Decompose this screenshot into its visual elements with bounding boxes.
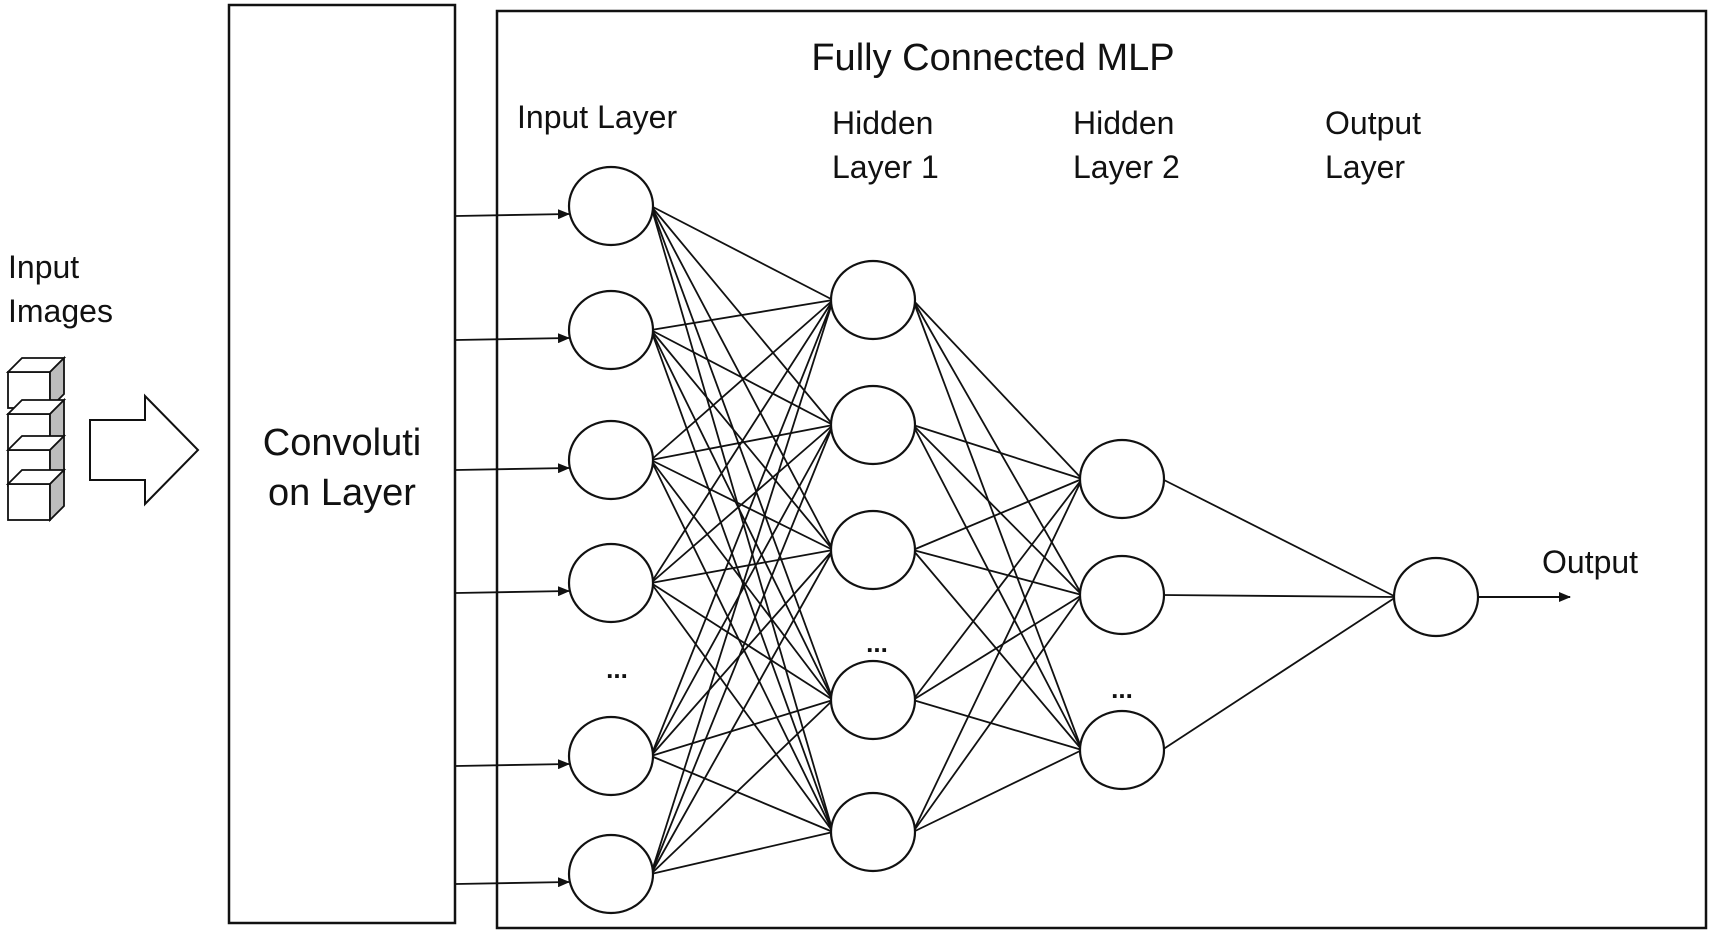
connection-input-4-to-hidden1-4 — [650, 582, 834, 701]
connection-input-6-to-hidden1-4 — [650, 699, 834, 875]
output-layer-label-line-2: Layer — [1325, 149, 1405, 185]
hidden-layer-2-ellipsis: ... — [1111, 674, 1133, 704]
conv-arrow-1 — [455, 209, 570, 220]
connection-input-3-to-hidden1-5 — [650, 459, 834, 833]
input-neuron-4 — [567, 542, 655, 624]
connection-hidden1-2-to-hidden2-3 — [912, 424, 1083, 751]
convolution-layer-label-line-2: on Layer — [268, 472, 416, 514]
input-neuron-2 — [567, 289, 655, 371]
connection-input-5-to-hidden1-1 — [650, 299, 834, 757]
hidden-layer-2-label-line-1: Hidden — [1073, 105, 1174, 141]
connection-input-6-to-hidden1-2 — [650, 424, 834, 875]
connection-input-4-to-hidden1-1 — [650, 299, 834, 584]
output-layer-label-line-1: Output — [1325, 105, 1421, 141]
hidden-layer-1-label-line-1: Hidden — [832, 105, 933, 141]
hidden-layer-1-label-line-2: Layer 1 — [832, 149, 939, 185]
connection-hidden1-5-to-hidden2-2 — [912, 594, 1083, 833]
connection-hidden1-4-to-hidden2-2 — [912, 594, 1083, 701]
output-label: Output — [1542, 544, 1638, 580]
connection-hidden1-3-to-hidden2-2 — [912, 549, 1083, 596]
input-neuron-6 — [567, 833, 655, 915]
hidden2-neuron-2 — [1078, 554, 1166, 636]
connection-hidden2-1-to-output-1 — [1161, 478, 1397, 598]
input-neuron-1 — [567, 165, 655, 247]
conv-to-input-arrows — [455, 209, 570, 888]
connection-input-6-to-hidden1-1 — [650, 299, 834, 875]
connection-input-5-to-hidden1-2 — [650, 424, 834, 757]
connection-hidden2-3-to-output-1 — [1161, 596, 1397, 751]
conv-arrow-2 — [455, 333, 570, 344]
connection-hidden1-3-to-hidden2-1 — [912, 478, 1083, 551]
connection-input-2-to-hidden1-2 — [650, 329, 834, 426]
connection-input-2-to-hidden1-4 — [650, 329, 834, 701]
convolution-layer-label-line-1: Convoluti — [263, 422, 421, 464]
connection-input-6-to-hidden1-3 — [650, 549, 834, 875]
connection-input-4-to-hidden1-5 — [650, 582, 834, 833]
connection-hidden1-1-to-hidden2-1 — [912, 299, 1083, 480]
connection-input-5-to-hidden1-4 — [650, 699, 834, 757]
hidden1-neuron-5 — [829, 791, 917, 873]
input-neuron-5 — [567, 715, 655, 797]
connection-input-1-to-hidden1-5 — [650, 205, 834, 833]
connection-input-1-to-hidden1-4 — [650, 205, 834, 701]
hidden1-neuron-1 — [829, 259, 917, 341]
input-images-label-line-1: Input — [8, 249, 79, 285]
connection-input-4-to-hidden1-2 — [650, 424, 834, 584]
connection-hidden1-2-to-hidden2-1 — [912, 424, 1083, 480]
output-neuron-1 — [1392, 556, 1480, 638]
connection-input-3-to-hidden1-1 — [650, 299, 834, 461]
network-connections — [650, 205, 1397, 875]
connection-input-5-to-hidden1-3 — [650, 549, 834, 757]
input-images-icon — [5, 355, 67, 523]
hidden-layer-1-ellipsis: ... — [866, 628, 888, 658]
input-layer-label: Input Layer — [517, 99, 677, 135]
convolution-layer-box — [227, 3, 457, 925]
hidden-layer-2-label-line-2: Layer 2 — [1073, 149, 1180, 185]
connection-input-6-to-hidden1-5 — [650, 831, 834, 875]
hidden1-neuron-3 — [829, 509, 917, 591]
connection-hidden2-2-to-output-1 — [1161, 594, 1397, 598]
input-images-label-line-2: Images — [8, 293, 113, 329]
connection-hidden1-1-to-hidden2-2 — [912, 299, 1083, 596]
connection-input-2-to-hidden1-1 — [650, 299, 834, 331]
connection-hidden1-4-to-hidden2-1 — [912, 478, 1083, 701]
connection-input-5-to-hidden1-5 — [650, 755, 834, 833]
input-arrow-icon — [89, 393, 200, 507]
connection-hidden1-1-to-hidden2-3 — [912, 299, 1083, 751]
hidden2-neuron-3 — [1078, 709, 1166, 791]
input-neuron-3 — [567, 419, 655, 501]
connection-input-1-to-hidden1-1 — [650, 205, 834, 301]
hidden1-neuron-4 — [829, 659, 917, 741]
connection-hidden1-4-to-hidden2-3 — [912, 699, 1083, 751]
connection-hidden1-5-to-hidden2-3 — [912, 749, 1083, 833]
connection-input-4-to-hidden1-3 — [650, 549, 834, 584]
input-layer-ellipsis: ... — [606, 654, 628, 684]
mlp-title: Fully Connected MLP — [811, 37, 1174, 79]
hidden2-neuron-1 — [1078, 438, 1166, 520]
conv-arrow-5 — [455, 759, 570, 770]
connection-input-3-to-hidden1-4 — [650, 459, 834, 701]
connection-hidden1-2-to-hidden2-2 — [912, 424, 1083, 596]
hidden1-neuron-2 — [829, 384, 917, 466]
input-image-cube-4 — [5, 467, 67, 523]
conv-arrow-4 — [455, 586, 570, 597]
conv-arrow-6 — [455, 877, 570, 888]
conv-arrow-3 — [455, 463, 570, 474]
network-nodes — [567, 165, 1480, 915]
connection-hidden1-3-to-hidden2-3 — [912, 549, 1083, 751]
connection-hidden1-5-to-hidden2-1 — [912, 478, 1083, 833]
